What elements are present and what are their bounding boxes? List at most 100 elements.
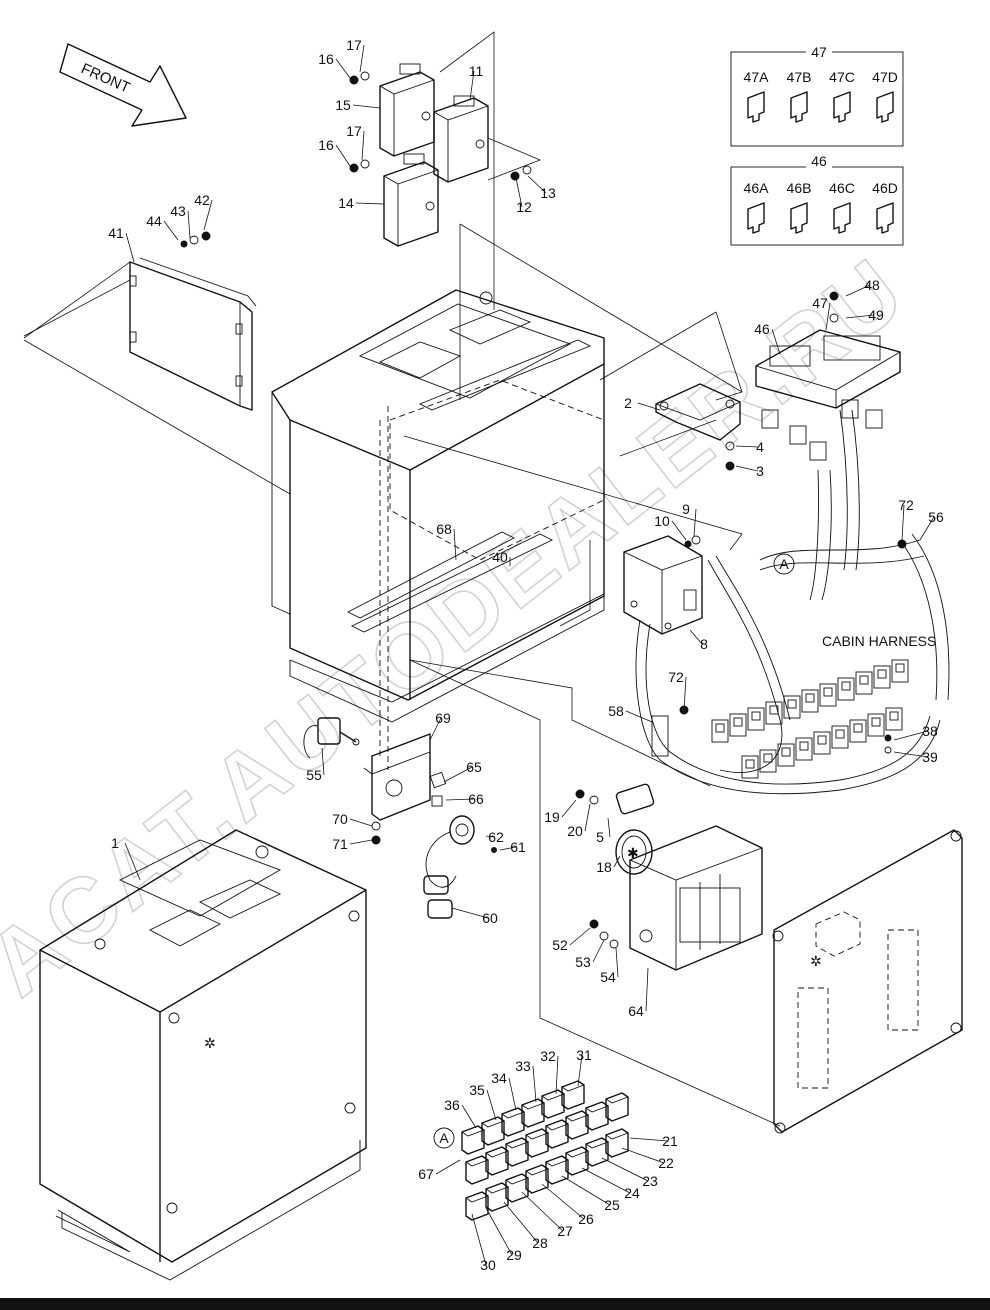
leader-line	[683, 676, 687, 711]
svg-text:A: A	[439, 1130, 449, 1146]
dial-asterisk: ✱	[627, 845, 639, 861]
cabin-harness	[635, 409, 950, 795]
relay-unit	[605, 1128, 629, 1158]
relay-unit-edge	[461, 1129, 485, 1137]
part-number-25: 25	[604, 1197, 620, 1213]
part-number-49: 49	[868, 307, 884, 323]
part-number-53: 53	[575, 954, 591, 970]
harness-relay	[867, 713, 885, 737]
harness-relay-window	[871, 717, 881, 727]
harness-relay	[873, 665, 891, 689]
harness-relay	[759, 749, 777, 773]
fuse-47d	[876, 91, 894, 123]
leader-line	[735, 465, 759, 472]
fuse-label-46b: 46B	[787, 180, 812, 196]
relay-unit-edge	[465, 1195, 489, 1203]
leader-line	[499, 846, 517, 851]
fuse-label-47b: 47B	[787, 69, 812, 85]
leader-line	[771, 328, 781, 355]
leader-line	[187, 210, 191, 239]
leader-line	[321, 747, 325, 776]
relay-unit-edge	[505, 1141, 529, 1149]
leader-line	[485, 1207, 513, 1256]
part-number-22: 22	[658, 1155, 674, 1171]
harness-relay-window	[841, 681, 851, 691]
part-number-26: 26	[578, 1211, 594, 1227]
leader-line	[893, 751, 929, 758]
part-number-36: 36	[444, 1097, 460, 1113]
harness-relay	[741, 755, 759, 779]
part-number-16: 16	[318, 51, 334, 67]
harness-relay	[801, 689, 819, 713]
clamp-58	[651, 715, 669, 757]
leader-line	[555, 1055, 559, 1095]
relay-unit-edge	[561, 1084, 585, 1092]
fuse-47b	[790, 91, 808, 123]
harness-relay	[765, 701, 783, 725]
part-number-4: 4	[756, 439, 764, 455]
harness-relay	[783, 695, 801, 719]
harness-relay-window	[781, 747, 791, 757]
relay-unit	[521, 1098, 545, 1128]
part-number-44: 44	[146, 213, 162, 229]
relay-unit-edge	[585, 1105, 609, 1113]
harness-relay-window	[763, 753, 773, 763]
leader-line	[485, 835, 495, 838]
part-number-29: 29	[506, 1247, 522, 1263]
harness-relay	[747, 707, 765, 731]
leader-line	[471, 1213, 487, 1266]
harness-relay-window	[787, 699, 797, 709]
part-number-41: 41	[108, 225, 124, 241]
bracket-69	[363, 733, 447, 821]
relay-unit	[545, 1119, 569, 1149]
part-number-20: 20	[567, 823, 583, 839]
relay-unit-edge	[605, 1132, 629, 1140]
relay-unit	[461, 1125, 485, 1155]
leader-line	[349, 839, 373, 845]
harness-relay-window	[769, 705, 779, 715]
leader-line	[443, 766, 473, 783]
relay-unit	[525, 1128, 549, 1158]
back-panel: ✲	[772, 829, 963, 1134]
part-number-42: 42	[194, 192, 210, 208]
relay-unit-edge	[485, 1186, 509, 1194]
leader-line	[352, 104, 381, 109]
part-number-8: 8	[700, 636, 708, 652]
bolts-top	[180, 71, 532, 248]
harness-relay-window	[823, 687, 833, 697]
callout-a-lower: A	[433, 1127, 455, 1149]
fuse-label-46c: 46C	[829, 180, 855, 196]
fuse-46a	[747, 202, 765, 234]
relay-unit	[481, 1116, 505, 1146]
relay-unit-edge	[545, 1123, 569, 1131]
part-number-35: 35	[469, 1082, 485, 1098]
part-number-48: 48	[864, 277, 880, 293]
leader-line	[349, 818, 373, 827]
part-number-30: 30	[480, 1257, 496, 1273]
callout-a-upper: A	[773, 553, 795, 575]
part-number-10: 10	[654, 513, 670, 529]
ecu-2	[655, 383, 741, 441]
relay-unit-edge	[465, 1159, 489, 1167]
relay-unit-edge	[545, 1159, 569, 1167]
relay-unit	[541, 1089, 565, 1119]
part-number-72: 72	[898, 497, 914, 513]
leader-line	[125, 232, 135, 263]
part-number-16: 16	[318, 137, 334, 153]
leader-line	[508, 1077, 517, 1111]
fuse-box-46-title: 46	[811, 153, 827, 169]
bolts-2	[725, 441, 735, 471]
harness-relay-window	[817, 735, 827, 745]
relay-unit-edge	[585, 1141, 609, 1149]
relay-unit	[545, 1155, 569, 1185]
leader-line	[532, 1065, 537, 1103]
leader-line	[735, 445, 759, 448]
harness-relay	[777, 743, 795, 767]
leader-line	[629, 1137, 669, 1142]
part-number-56: 56	[928, 509, 944, 525]
leader-line	[486, 1089, 497, 1121]
leader-line	[625, 710, 653, 723]
part-number-69: 69	[435, 710, 451, 726]
part-number-60: 60	[482, 910, 498, 926]
